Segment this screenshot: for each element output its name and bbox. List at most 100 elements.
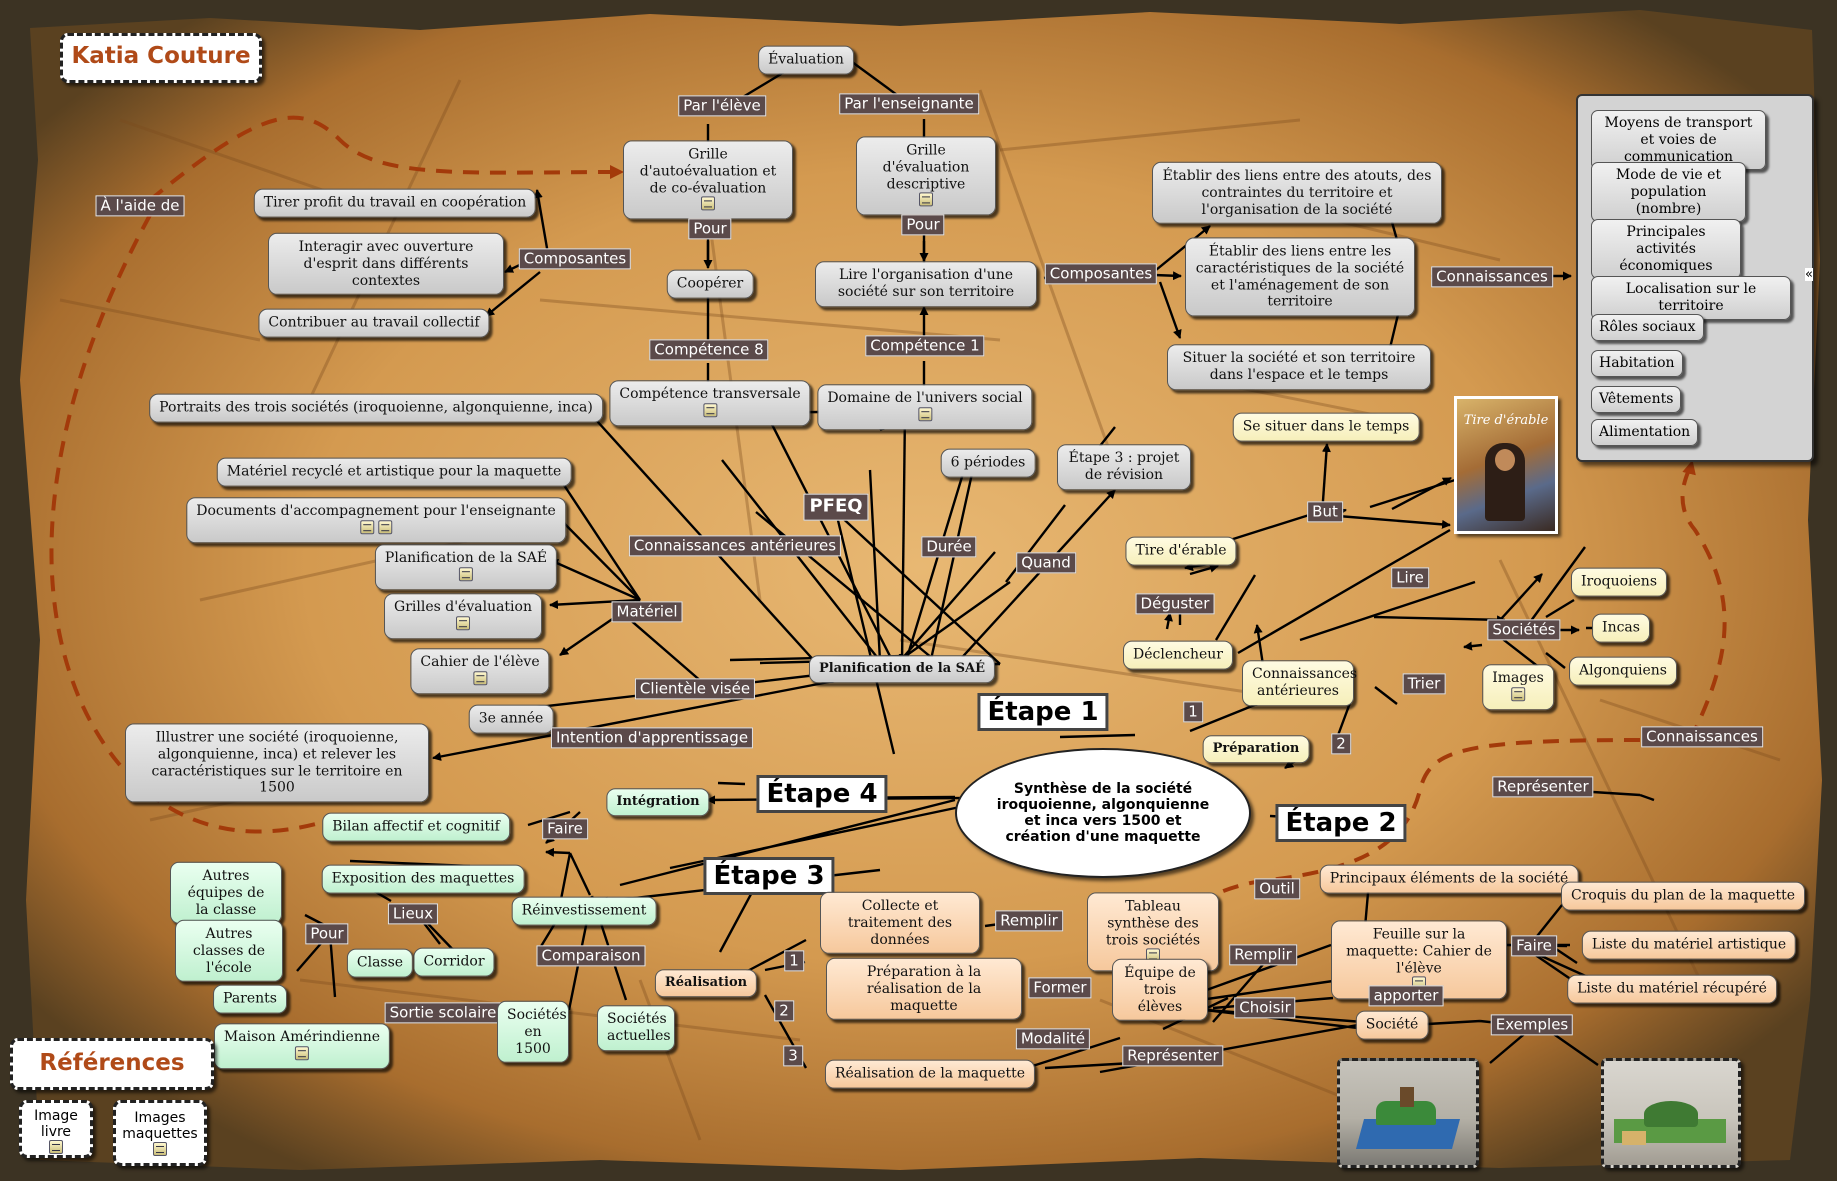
ref-image-livre[interactable]: Image livre	[19, 1100, 93, 1158]
document-icon[interactable]	[294, 1046, 309, 1060]
node-illustrer-societe[interactable]: Illustrer une société (iroquoienne, algo…	[125, 723, 429, 803]
link-r1: 1	[784, 950, 804, 972]
node-exposition[interactable]: Exposition des maquettes	[321, 864, 525, 894]
link-intention-apprentissage: Intention d'apprentissage	[550, 727, 754, 749]
node-connaissances-anterieures[interactable]: Connaissances antérieures	[1242, 660, 1357, 706]
node-etape3-projet[interactable]: Étape 3 : projet de révision	[1057, 444, 1191, 490]
node-algonquiens[interactable]: Algonquiens	[1569, 656, 1677, 686]
node-situer[interactable]: Situer la société et son territoire dans…	[1167, 344, 1431, 390]
node-declencheur[interactable]: Déclencheur	[1123, 640, 1233, 670]
node-parents[interactable]: Parents	[213, 984, 287, 1014]
document-icon[interactable]	[1511, 687, 1525, 701]
node-evaluation[interactable]: Évaluation	[758, 45, 854, 75]
node-societes-1500[interactable]: Sociétés en 1500	[497, 1000, 569, 1064]
node-tirer-profit[interactable]: Tirer profit du travail en coopération	[253, 188, 537, 218]
node-planification-sae[interactable]: Planification de la SAÉ	[808, 655, 996, 683]
node-portraits[interactable]: Portraits des trois sociétés (iroquoienn…	[149, 393, 603, 423]
node-liste-artistique[interactable]: Liste du matériel artistique	[1581, 930, 1797, 960]
link-modalite: Modalité	[1015, 1028, 1091, 1050]
node-corridor[interactable]: Corridor	[413, 947, 495, 977]
document-icon[interactable]	[919, 192, 933, 207]
document-icon[interactable]	[701, 196, 715, 211]
panel-item-alimentation[interactable]: Alimentation	[1591, 419, 1699, 446]
node-reinvestissement[interactable]: Réinvestissement	[511, 896, 657, 926]
image-icon[interactable]	[360, 520, 374, 534]
node-preparation[interactable]: Préparation	[1202, 735, 1310, 763]
collapse-panel-icon[interactable]: «	[1805, 267, 1813, 282]
node-integration[interactable]: Intégration	[606, 788, 710, 816]
link-exemples: Exemples	[1490, 1014, 1574, 1036]
node-tire-erable[interactable]: Tire d'érable	[1125, 536, 1237, 566]
node-liens-caracteristiques[interactable]: Établir des liens entre les caractéristi…	[1185, 237, 1415, 317]
document-icon[interactable]	[703, 403, 717, 417]
panel-item-localisation[interactable]: Localisation sur le territoire	[1591, 276, 1791, 320]
node-grille-descriptive[interactable]: Grille d'évaluation descriptive	[856, 136, 996, 216]
node-grilles-evaluation[interactable]: Grilles d'évaluation	[384, 593, 542, 639]
node-lire-organisation[interactable]: Lire l'organisation d'une société sur so…	[815, 261, 1037, 307]
link-connaissances-right: Connaissances	[1641, 726, 1763, 748]
ref-images-maquettes[interactable]: Images maquettes	[113, 1100, 207, 1166]
node-liens-atouts[interactable]: Établir des liens entre des atouts, des …	[1152, 161, 1442, 225]
panel-item-activites[interactable]: Principales activités économiques	[1591, 219, 1741, 280]
node-domaine-univers-social[interactable]: Domaine de l'univers social	[817, 384, 1033, 430]
link-clientele-visee: Clientèle visée	[634, 678, 756, 700]
book-cover-image[interactable]: Tire d'érable	[1454, 396, 1558, 534]
document-icon[interactable]	[459, 567, 473, 581]
panel-item-vetements[interactable]: Vêtements	[1591, 386, 1682, 413]
node-croquis[interactable]: Croquis du plan de la maquette	[1561, 881, 1805, 911]
node-collecte[interactable]: Collecte et traitement des données	[820, 891, 980, 955]
document-icon[interactable]	[917, 407, 932, 421]
node-realisation[interactable]: Réalisation	[654, 969, 758, 997]
panel-item-roles-sociaux[interactable]: Rôles sociaux	[1591, 314, 1704, 341]
document-icon[interactable]	[153, 1142, 167, 1156]
maquette-photo-2[interactable]	[1601, 1058, 1741, 1168]
node-cahier-eleve[interactable]: Cahier de l'élève	[410, 648, 550, 694]
central-concept[interactable]: Synthèse de la société iroquoienne, algo…	[955, 748, 1251, 878]
link-societes: Sociétés	[1487, 619, 1561, 641]
node-grille-autoevaluation[interactable]: Grille d'autoévaluation et de co-évaluat…	[623, 140, 793, 220]
stage-etape-1: Étape 1	[977, 693, 1109, 731]
panel-item-mode-de-vie[interactable]: Mode de vie et population (nombre)	[1591, 162, 1746, 223]
node-equipe[interactable]: Équipe de trois élèves	[1112, 958, 1208, 1022]
node-materiel-recycle[interactable]: Matériel recyclé et artistique pour la m…	[216, 457, 572, 487]
node-planification-sae-material[interactable]: Planification de la SAÉ	[374, 544, 558, 590]
node-contribuer[interactable]: Contribuer au travail collectif	[258, 308, 490, 338]
author-tag: Katia Couture	[60, 33, 262, 83]
link-quand: Quand	[1016, 552, 1076, 574]
panel-item-transport[interactable]: Moyens de transport et voies de communic…	[1591, 110, 1766, 171]
node-autres-classes[interactable]: Autres classes de l'école	[175, 919, 283, 983]
node-classe[interactable]: Classe	[346, 948, 414, 978]
node-documents-accompagnement[interactable]: Documents d'accompagnement pour l'enseig…	[186, 497, 566, 543]
link-pour-1: Pour	[688, 218, 732, 240]
node-autres-equipes[interactable]: Autres équipes de la classe	[170, 861, 282, 925]
panel-item-habitation[interactable]: Habitation	[1591, 350, 1683, 377]
node-6-periodes[interactable]: 6 périodes	[940, 448, 1036, 478]
node-iroquoiens[interactable]: Iroquoiens	[1570, 567, 1668, 597]
node-interagir[interactable]: Interagir avec ouverture d'esprit dans d…	[268, 232, 504, 296]
node-maison-amerindienne[interactable]: Maison Amérindienne	[213, 1023, 391, 1069]
node-principaux-elements[interactable]: Principaux éléments de la société	[1319, 864, 1579, 894]
node-images[interactable]: Images	[1482, 664, 1554, 710]
maquette-photo-1[interactable]	[1337, 1058, 1479, 1168]
node-competence-transversale[interactable]: Compétence transversale	[609, 380, 811, 426]
node-se-situer-temps[interactable]: Se situer dans le temps	[1232, 412, 1420, 442]
document-icon[interactable]	[49, 1140, 63, 1154]
link-pour-2: Pour	[901, 214, 945, 236]
link-pfeq: PFEQ	[803, 493, 869, 521]
link-but: But	[1307, 501, 1343, 523]
node-realisation-maquette[interactable]: Réalisation de la maquette	[824, 1059, 1036, 1089]
node-cooperer[interactable]: Coopérer	[666, 269, 754, 299]
document-icon[interactable]	[455, 616, 470, 630]
node-3e-annee[interactable]: 3e année	[468, 704, 554, 734]
node-societes-actuelles[interactable]: Sociétés actuelles	[597, 1005, 675, 1051]
link-comparaison: Comparaison	[536, 945, 646, 967]
node-tableau-synthese[interactable]: Tableau synthèse des trois sociétés	[1087, 892, 1219, 972]
node-liste-recupere[interactable]: Liste du matériel récupéré	[1567, 974, 1777, 1004]
document-icon[interactable]	[378, 520, 392, 534]
document-icon[interactable]	[473, 671, 487, 685]
node-incas[interactable]: Incas	[1592, 613, 1650, 643]
link-representer-2: Représenter	[1122, 1045, 1224, 1067]
node-bilan[interactable]: Bilan affectif et cognitif	[322, 812, 510, 842]
node-societe[interactable]: Société	[1355, 1010, 1429, 1040]
node-preparation-realisation[interactable]: Préparation à la réalisation de la maque…	[826, 957, 1022, 1021]
